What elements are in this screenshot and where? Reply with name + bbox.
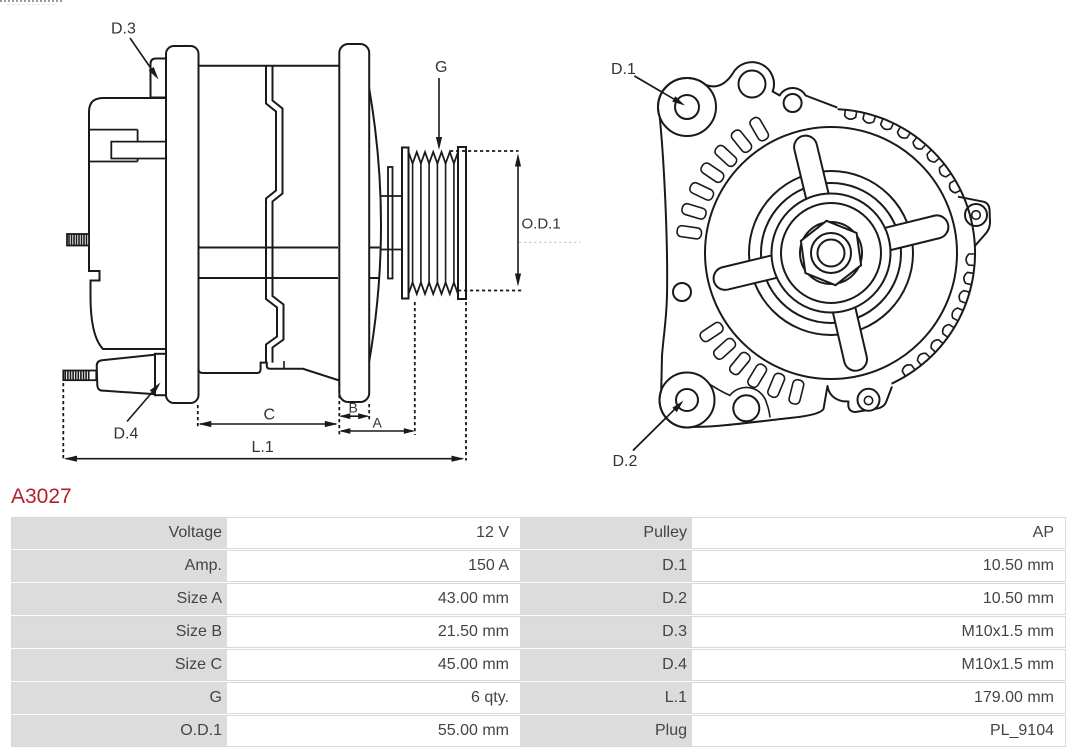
svg-text:D.3: D.3 [111, 21, 136, 38]
svg-text:L.1: L.1 [252, 439, 274, 456]
svg-text:D.4: D.4 [114, 426, 139, 443]
svg-text:D.2: D.2 [613, 453, 638, 470]
svg-text:O.D.1: O.D.1 [522, 216, 561, 233]
svg-text:C: C [264, 407, 276, 424]
svg-text:G: G [435, 59, 447, 76]
svg-text:D.1: D.1 [611, 61, 636, 78]
svg-text:B: B [349, 400, 358, 416]
svg-text:A: A [373, 415, 383, 431]
